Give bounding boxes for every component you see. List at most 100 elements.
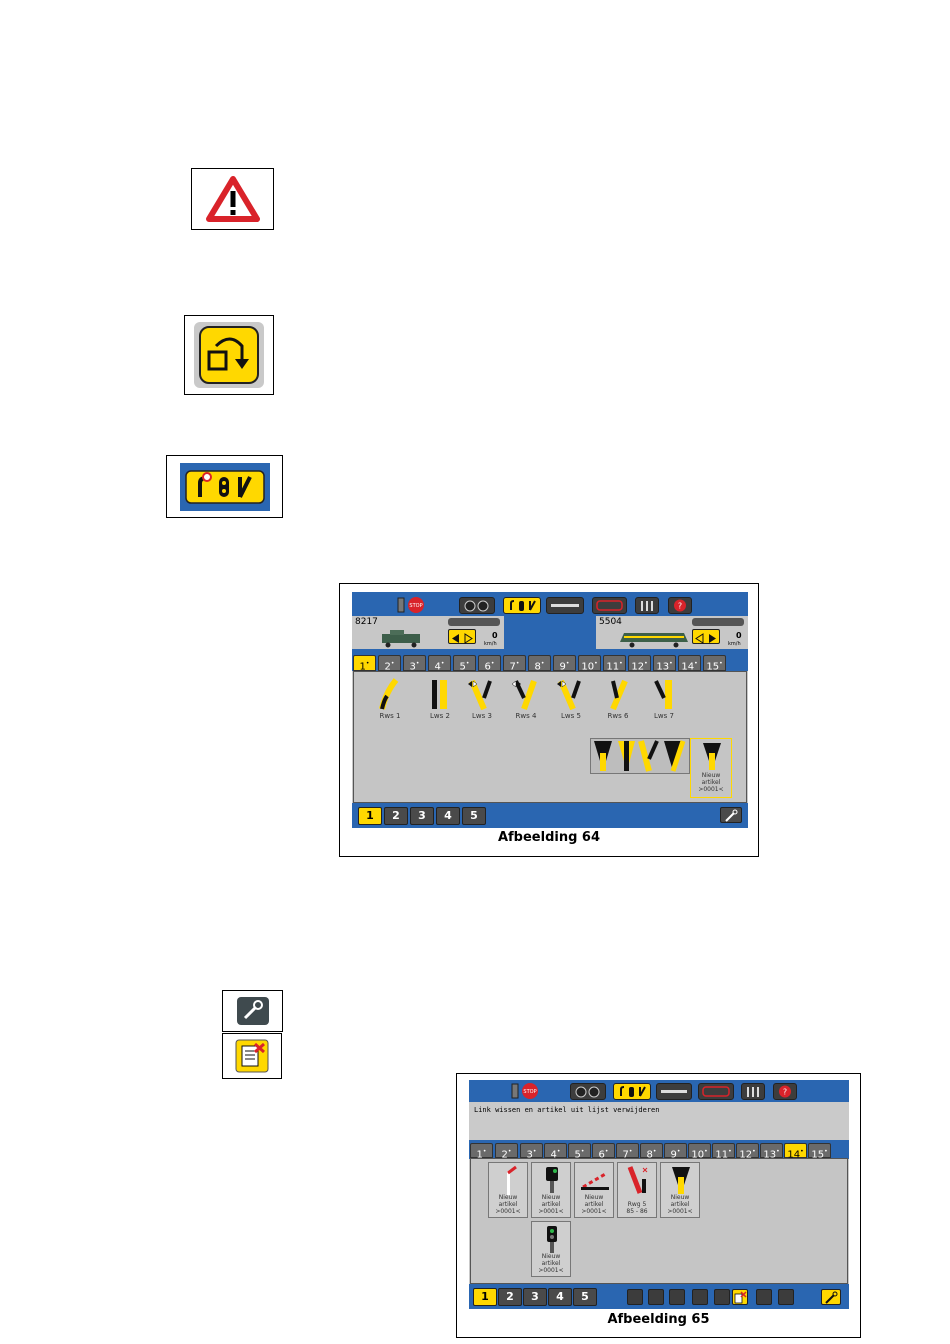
- tab-1[interactable]: 1•: [353, 655, 376, 672]
- delete-article-icon[interactable]: [732, 1289, 748, 1305]
- cs-screen-64: STOP: [352, 592, 748, 828]
- tab-14[interactable]: 14•: [784, 1143, 807, 1160]
- stop-button-icon[interactable]: STOP: [511, 1082, 541, 1100]
- keyboard-icon: [620, 1086, 646, 1097]
- add-article-icon[interactable]: [714, 1289, 730, 1305]
- three-way-turnout-icon[interactable]: [510, 678, 540, 710]
- direction-button-left[interactable]: [448, 629, 476, 644]
- keyboard-mode-icon: [179, 462, 270, 511]
- tab-4[interactable]: 4•: [428, 655, 451, 672]
- tab-1[interactable]: 1•: [470, 1143, 493, 1160]
- turnout-type-picker[interactable]: [590, 738, 690, 774]
- page-button-3[interactable]: 3: [523, 1288, 547, 1306]
- page-button-3[interactable]: 3: [410, 807, 434, 825]
- control-mode-button[interactable]: [459, 597, 495, 614]
- turnout-right-icon[interactable]: [607, 678, 631, 710]
- tab-15[interactable]: 15•: [808, 1143, 831, 1160]
- tab-3[interactable]: 3•: [520, 1143, 543, 1160]
- semaphore-signal-icon: [507, 1165, 517, 1195]
- tab-6[interactable]: 6•: [478, 655, 501, 672]
- figure-64: STOP: [339, 583, 759, 857]
- three-way-turnout-icon[interactable]: [555, 678, 585, 710]
- keyboard-mode-button[interactable]: [503, 597, 541, 614]
- page-button-2[interactable]: 2: [498, 1288, 522, 1306]
- speed-unit-left: km/h: [484, 641, 497, 647]
- page-button-1[interactable]: 1: [358, 807, 382, 825]
- help-button[interactable]: ?: [668, 597, 692, 614]
- track-icon: [661, 1090, 687, 1093]
- tab-7[interactable]: 7•: [616, 1143, 639, 1160]
- tab-8[interactable]: 8•: [640, 1143, 663, 1160]
- turnout-right-icon[interactable]: [378, 678, 402, 710]
- page-button-2[interactable]: 2: [384, 807, 408, 825]
- help-button[interactable]: ?: [773, 1083, 797, 1100]
- tab-8[interactable]: 8•: [528, 655, 551, 672]
- keyboard-mode-button[interactable]: [613, 1083, 651, 1100]
- tab-13[interactable]: 13•: [653, 655, 676, 672]
- track-layout-button[interactable]: [656, 1083, 692, 1100]
- direction-button-right[interactable]: [692, 629, 720, 644]
- settings-button[interactable]: [741, 1083, 765, 1100]
- tab-2[interactable]: 2•: [495, 1143, 518, 1160]
- configure-article-icon[interactable]: [648, 1289, 664, 1305]
- tab-15[interactable]: 15•: [703, 655, 726, 672]
- stop-button-icon[interactable]: STOP: [397, 596, 427, 614]
- tab-12[interactable]: 12•: [628, 655, 651, 672]
- move-article-icon[interactable]: [778, 1289, 794, 1305]
- settings-button[interactable]: [635, 597, 659, 614]
- locomotive-image-left: [382, 630, 420, 648]
- tab-13[interactable]: 13•: [760, 1143, 783, 1160]
- page-button-5[interactable]: 5: [462, 807, 486, 825]
- tab-10[interactable]: 10•: [578, 655, 601, 672]
- tab-5[interactable]: 5•: [453, 655, 476, 672]
- turnout-left-icon[interactable]: [428, 678, 452, 710]
- page-button-1[interactable]: 1: [473, 1288, 497, 1306]
- tab-9[interactable]: 9•: [553, 655, 576, 672]
- wrench-button[interactable]: [821, 1289, 841, 1305]
- tab-11[interactable]: 11•: [603, 655, 626, 672]
- locomotive-list-button[interactable]: [592, 597, 627, 614]
- tab-14[interactable]: 14•: [678, 655, 701, 672]
- edit-article-icon[interactable]: [627, 1289, 643, 1305]
- page-button-4[interactable]: 4: [436, 807, 460, 825]
- track-layout-button[interactable]: [546, 597, 584, 614]
- turnout-left-icon[interactable]: [652, 678, 676, 710]
- wrench-button[interactable]: [720, 807, 742, 823]
- tab-10[interactable]: 10•: [688, 1143, 711, 1160]
- tab-7[interactable]: 7•: [503, 655, 526, 672]
- article-label: Lws 7: [654, 712, 674, 720]
- search-article-icon[interactable]: [669, 1289, 685, 1305]
- tab-2[interactable]: 2•: [378, 655, 401, 672]
- warning-icon-box: [191, 168, 274, 230]
- page-button-5[interactable]: 5: [573, 1288, 597, 1306]
- list-article-icon[interactable]: [692, 1289, 708, 1305]
- tab-12[interactable]: 12•: [736, 1143, 759, 1160]
- tab-9[interactable]: 9•: [664, 1143, 687, 1160]
- rotate-icon-box: [184, 315, 274, 395]
- article-label: Lws 3: [472, 712, 492, 720]
- tab-3[interactable]: 3•: [403, 655, 426, 672]
- locomotive-list-button[interactable]: [698, 1083, 734, 1100]
- page-button-4[interactable]: 4: [548, 1288, 572, 1306]
- speedometer-icon: [575, 1086, 600, 1098]
- figure-65: STOP ? Link wissen en artik: [456, 1073, 861, 1338]
- sliders-icon: [747, 1087, 759, 1097]
- tab-5[interactable]: 5•: [568, 1143, 591, 1160]
- rename-article-icon[interactable]: [756, 1289, 772, 1305]
- three-way-turnout-icon[interactable]: [466, 678, 496, 710]
- tab-4[interactable]: 4•: [544, 1143, 567, 1160]
- tab-11[interactable]: 11•: [712, 1143, 735, 1160]
- control-mode-button[interactable]: [570, 1083, 606, 1100]
- tab-6[interactable]: 6•: [592, 1143, 615, 1160]
